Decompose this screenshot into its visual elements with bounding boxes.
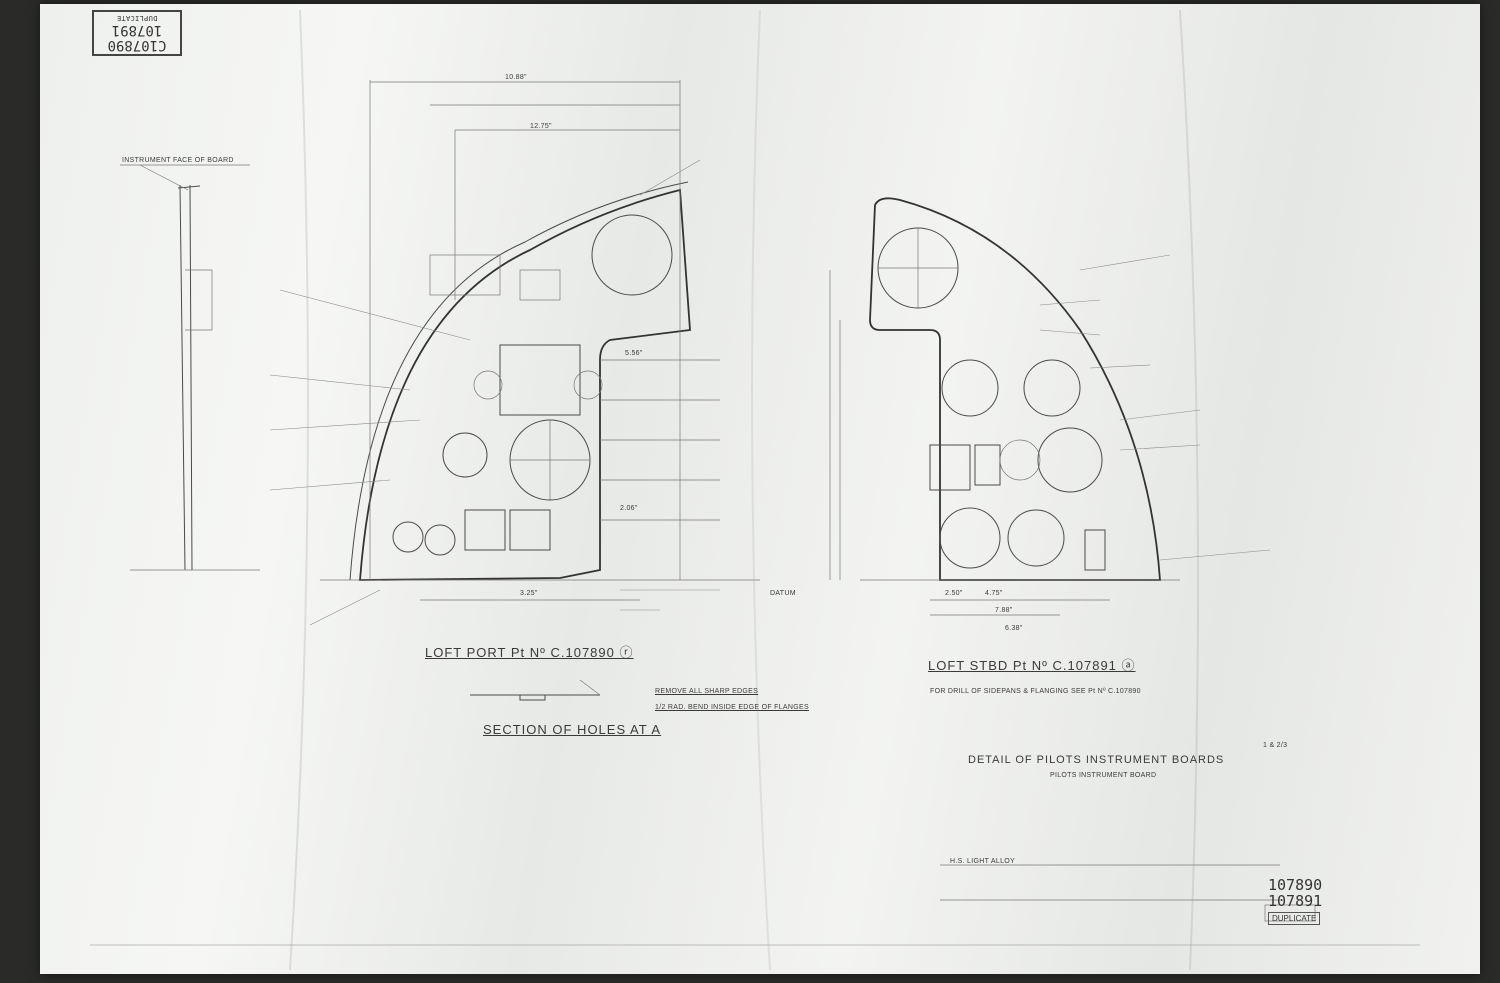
title-block xyxy=(90,864,1420,946)
detail-title: DETAIL OF PILOTS INSTRUMENT BOARDS xyxy=(968,754,1225,766)
duplicate-box: DUPLICATE xyxy=(1268,912,1321,925)
stbd-title: LOFT STBD Pt Nº C.107891 ⓐ xyxy=(928,658,1136,673)
instrument-face-label: INSTRUMENT FACE OF BOARD xyxy=(122,157,234,164)
section-detail xyxy=(470,679,601,701)
dim-3: 5.56" xyxy=(625,350,643,357)
dim-6: 4.75" xyxy=(985,590,1003,597)
edge-section-view xyxy=(120,164,260,571)
port-leader-lines xyxy=(269,159,720,626)
bend-note: 1/2 RAD. BEND INSIDE EDGE OF FLANGES xyxy=(655,704,809,711)
port-title: LOFT PORT Pt Nº C.107890 ⓡ xyxy=(425,645,634,660)
port-board-outline xyxy=(320,80,760,601)
paper-wrinkles xyxy=(289,9,1199,971)
dim-2: 10.88" xyxy=(505,74,527,81)
stbd-leader-lines xyxy=(1039,254,1271,561)
dim-8: 2.06" xyxy=(620,505,638,512)
scale-note: 1 & 2/3 xyxy=(1263,742,1288,749)
dim-5: 2.50" xyxy=(945,590,963,597)
stbd-instrument-holes xyxy=(877,227,1106,571)
dim-1: 12.75" xyxy=(530,123,552,130)
drawing-number-2: 107891 xyxy=(1268,892,1323,910)
material-label: H.S. LIGHT ALLOY xyxy=(950,858,1015,865)
port-instrument-holes xyxy=(392,214,720,556)
section-title: SECTION OF HOLES AT A xyxy=(483,722,662,737)
stbd-note: FOR DRILL OF SIDEPANS & FLANGING SEE Pt … xyxy=(930,688,1141,695)
stbd-board-outline xyxy=(829,197,1180,616)
dim-7: 6.38" xyxy=(1005,625,1023,632)
detail-subtitle: PILOTS INSTRUMENT BOARD xyxy=(1050,772,1157,779)
drawing-number-1: 107890 xyxy=(1268,876,1323,894)
dim-9: 3.25" xyxy=(520,590,538,597)
datum-label: DATUM xyxy=(770,590,796,597)
remove-edges-note: REMOVE ALL SHARP EDGES xyxy=(655,688,759,695)
dim-4: 7.88" xyxy=(995,607,1013,614)
